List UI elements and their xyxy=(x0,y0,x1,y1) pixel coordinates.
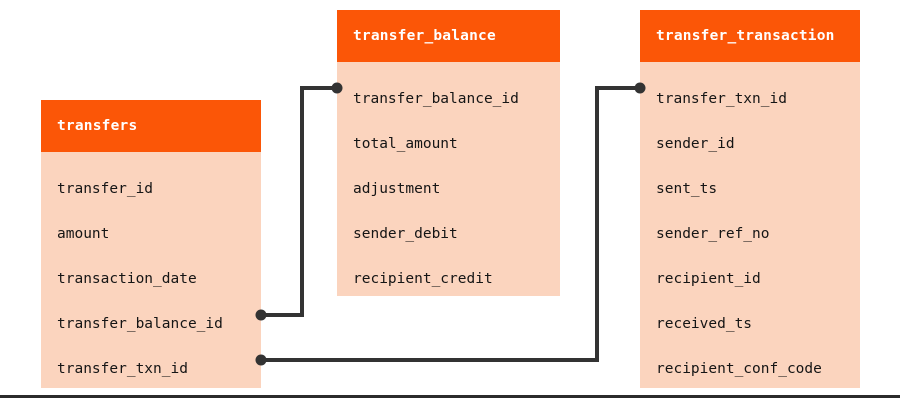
entity-title: transfer_transaction xyxy=(656,28,835,44)
entity-table-transfer-balance[interactable]: transfer_balance transfer_balance_id tot… xyxy=(337,10,560,296)
field-row[interactable]: transfer_balance_id xyxy=(57,315,223,332)
relationship-endpoint-dot xyxy=(255,309,267,321)
field-row[interactable]: adjustment xyxy=(353,180,441,197)
relationship-endpoint-dot xyxy=(634,82,646,94)
field-row[interactable]: received_ts xyxy=(656,315,753,332)
entity-table-header-transfer-transaction: transfer_transaction xyxy=(640,10,860,62)
field-row[interactable]: transaction_date xyxy=(57,270,197,287)
field-row[interactable]: amount xyxy=(57,225,110,242)
entity-table-transfer-transaction[interactable]: transfer_transaction transfer_txn_id sen… xyxy=(640,10,860,388)
field-row[interactable]: sender_debit xyxy=(353,225,458,242)
entity-field-list-transfer-balance: transfer_balance_id total_amount adjustm… xyxy=(337,62,560,301)
entity-table-transfers[interactable]: transfers transfer_id amount transaction… xyxy=(41,100,261,388)
entity-table-header-transfer-balance: transfer_balance xyxy=(337,10,560,62)
relationship-endpoint-dot xyxy=(255,354,267,366)
relationship-endpoint-dot xyxy=(331,82,343,94)
field-row[interactable]: total_amount xyxy=(353,135,458,152)
field-row[interactable]: transfer_balance_id xyxy=(353,90,519,107)
entity-title: transfer_balance xyxy=(353,28,496,44)
field-row[interactable]: sent_ts xyxy=(656,180,718,197)
entity-title: transfers xyxy=(57,118,138,134)
field-row[interactable]: recipient_id xyxy=(656,270,761,287)
field-row[interactable]: recipient_conf_code xyxy=(656,360,822,377)
entity-table-header-transfers: transfers xyxy=(41,100,261,152)
field-row[interactable]: transfer_txn_id xyxy=(656,90,787,107)
field-row[interactable]: transfer_id xyxy=(57,180,154,197)
field-row[interactable]: recipient_credit xyxy=(353,270,493,287)
field-row[interactable]: transfer_txn_id xyxy=(57,360,188,377)
footer-divider xyxy=(0,395,900,398)
entity-field-list-transfers: transfer_id amount transaction_date tran… xyxy=(41,152,261,391)
field-row[interactable]: sender_id xyxy=(656,135,735,152)
field-row[interactable]: sender_ref_no xyxy=(656,225,770,242)
relationship-line-transfers-transfer-balance xyxy=(261,86,337,317)
entity-field-list-transfer-transaction: transfer_txn_id sender_id sent_ts sender… xyxy=(640,62,860,391)
